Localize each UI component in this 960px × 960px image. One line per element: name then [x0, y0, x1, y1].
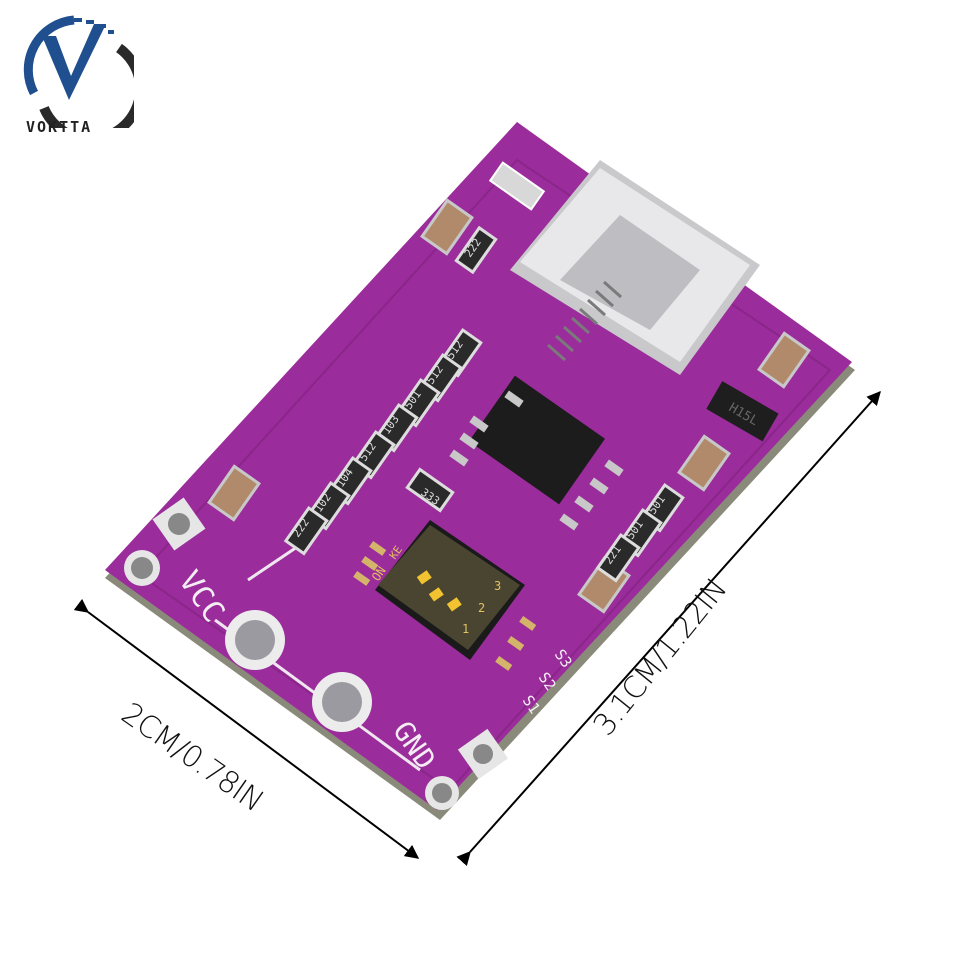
width-dimension-arrow	[73, 598, 420, 859]
brand-name: VOKTTA	[26, 118, 93, 136]
resistor-top	[454, 225, 498, 275]
status-led	[488, 161, 546, 211]
svg-text:KE: KE	[387, 543, 405, 561]
pcb-board	[105, 122, 852, 810]
svg-text:1: 1	[462, 622, 469, 636]
length-dimension-arrow	[456, 390, 881, 867]
svg-text:ON: ON	[369, 564, 389, 584]
vcc-pins	[124, 497, 206, 586]
svg-text:2: 2	[478, 601, 485, 615]
svg-text:3: 3	[494, 579, 501, 593]
usb-c-port	[510, 160, 760, 375]
